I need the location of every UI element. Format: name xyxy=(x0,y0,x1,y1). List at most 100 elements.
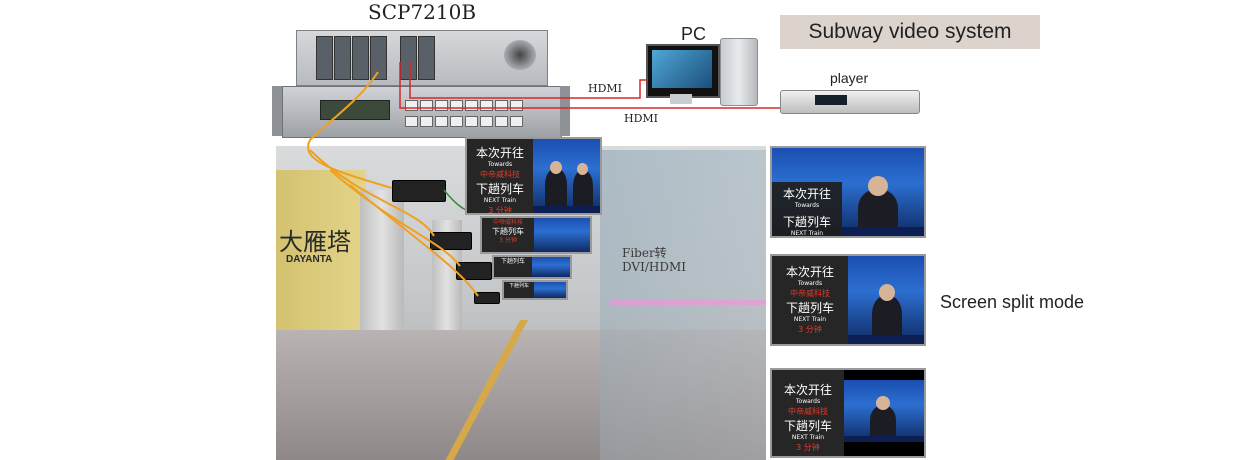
front-key xyxy=(450,100,463,111)
fiber-label: Fiber转 xyxy=(622,246,667,260)
converter-icon xyxy=(474,292,500,304)
news-video xyxy=(534,218,590,252)
news-video xyxy=(532,257,570,277)
panel-text: 下趟列车 xyxy=(492,227,524,236)
panel-text: 3 分钟 xyxy=(499,237,517,244)
panel-text: 3 分钟 xyxy=(798,325,822,334)
panel-text: NEXT Train xyxy=(793,316,827,323)
split-mode-label: Screen split mode xyxy=(940,292,1085,312)
anchor-figure xyxy=(545,169,567,209)
device-model-label: SCP7210B xyxy=(368,0,477,24)
split-sample-1: 本次开往 Towards 下趟列车 NEXT Train xyxy=(770,146,926,238)
front-key xyxy=(510,100,523,111)
player-icon xyxy=(780,90,920,114)
front-key xyxy=(405,116,418,127)
front-key xyxy=(435,116,448,127)
panel-text: Towards xyxy=(797,280,823,287)
front-key xyxy=(450,116,463,127)
panel-text: 下趟列车 xyxy=(785,301,834,315)
panel-text: 中帝威科技 xyxy=(788,407,828,416)
lcd-screen-icon: 下趟列车 xyxy=(502,280,568,300)
fiber-label-2: DVI/HDMI xyxy=(622,260,686,274)
io-card xyxy=(370,36,387,80)
panel-text: 下趟列车 xyxy=(782,215,831,229)
player-display xyxy=(815,95,847,105)
news-video xyxy=(533,139,600,213)
io-card xyxy=(400,36,417,80)
news-video xyxy=(534,282,566,298)
io-card xyxy=(316,36,333,80)
panel-text: 3 分钟 xyxy=(796,443,820,452)
anchor-face xyxy=(550,161,562,174)
lcd-screen-icon: 中帝威科技 下趟列车 3 分钟 xyxy=(480,216,592,254)
screen-info-panel: 本次开往 Towards 下趟列车 NEXT Train xyxy=(772,182,842,237)
screen-info-panel: 下趟列车 xyxy=(504,282,534,298)
panel-text: 中帝威科技 xyxy=(480,170,520,179)
anchor-face xyxy=(879,284,895,301)
pc-tower-icon xyxy=(720,38,758,106)
screen-info-panel: 本次开往 Towards 中帝威科技 下趟列车 NEXT Train 3 分钟 xyxy=(772,256,848,344)
diagram-title: Subway video system xyxy=(808,20,1012,43)
fiber-cable xyxy=(329,169,461,267)
anchor-face xyxy=(868,176,888,196)
front-key xyxy=(420,116,433,127)
panel-text: NEXT Train xyxy=(791,434,825,441)
fiber-cable xyxy=(309,149,435,237)
panel-text: Towards xyxy=(794,202,820,209)
panel-text: 本次开往 xyxy=(783,383,832,397)
news-ticker xyxy=(533,205,600,213)
split-sample-2: 本次开往 Towards 中帝威科技 下趟列车 NEXT Train 3 分钟 xyxy=(770,254,926,346)
io-card xyxy=(334,36,351,80)
screen-info-panel: 本次开往 Towards 中帝威科技 下趟列车 NEXT Train 3 分钟 xyxy=(772,370,844,456)
monitor-stand xyxy=(670,94,692,104)
front-key xyxy=(510,116,523,127)
fan-icon xyxy=(504,40,536,70)
front-key xyxy=(435,100,448,111)
hdmi-cable-player xyxy=(399,62,780,109)
front-key xyxy=(480,100,493,111)
panel-text: Towards xyxy=(487,161,513,168)
panel-text: 本次开往 xyxy=(475,146,524,160)
front-key xyxy=(465,100,478,111)
lcd-screen-icon: 下趟列车 xyxy=(492,255,572,279)
anchor-figure xyxy=(872,296,902,342)
hdmi-label-player: HDMI xyxy=(624,112,659,125)
panel-text: NEXT Train xyxy=(790,230,824,237)
panel-text: 下趟列车 xyxy=(783,419,832,433)
split-sample-3: 本次开往 Towards 中帝威科技 下趟列车 NEXT Train 3 分钟 xyxy=(770,368,926,458)
fiber-cable xyxy=(349,184,479,297)
title-box: Subway video system xyxy=(780,15,1040,49)
panel-text: 中帝威科技 xyxy=(790,289,830,298)
news-ticker xyxy=(772,227,924,236)
player-label: player xyxy=(830,70,869,86)
news-video xyxy=(844,380,924,442)
front-key xyxy=(420,100,433,111)
front-key xyxy=(405,100,418,111)
news-ticker xyxy=(848,335,924,344)
front-key xyxy=(495,116,508,127)
pc-label: PC xyxy=(681,24,707,44)
panel-text: 下趟列车 xyxy=(500,258,525,265)
front-key xyxy=(480,116,493,127)
platform-screen-doors xyxy=(600,150,766,460)
anchor-figure xyxy=(573,171,593,209)
panel-text: 3 分钟 xyxy=(488,206,512,215)
light-strip xyxy=(610,300,766,305)
panel-text: Towards xyxy=(795,398,821,405)
news-video xyxy=(848,256,924,344)
screen-info-panel: 本次开往 Towards 中帝威科技 下趟列车 NEXT Train 3 分钟 xyxy=(467,139,533,215)
station-floor xyxy=(276,330,766,460)
pc-screen xyxy=(652,50,712,88)
io-card xyxy=(352,36,369,80)
news-ticker xyxy=(844,435,924,442)
station-name-cn: 大雁塔 xyxy=(279,228,351,256)
fiber-cable xyxy=(307,71,393,189)
panel-text: 中帝威科技 xyxy=(492,219,523,226)
io-card xyxy=(418,36,435,80)
hdmi-cable-pc xyxy=(409,62,648,99)
panel-text: 下趟列车 xyxy=(508,283,529,289)
front-key xyxy=(495,100,508,111)
rack-ear xyxy=(272,86,282,136)
